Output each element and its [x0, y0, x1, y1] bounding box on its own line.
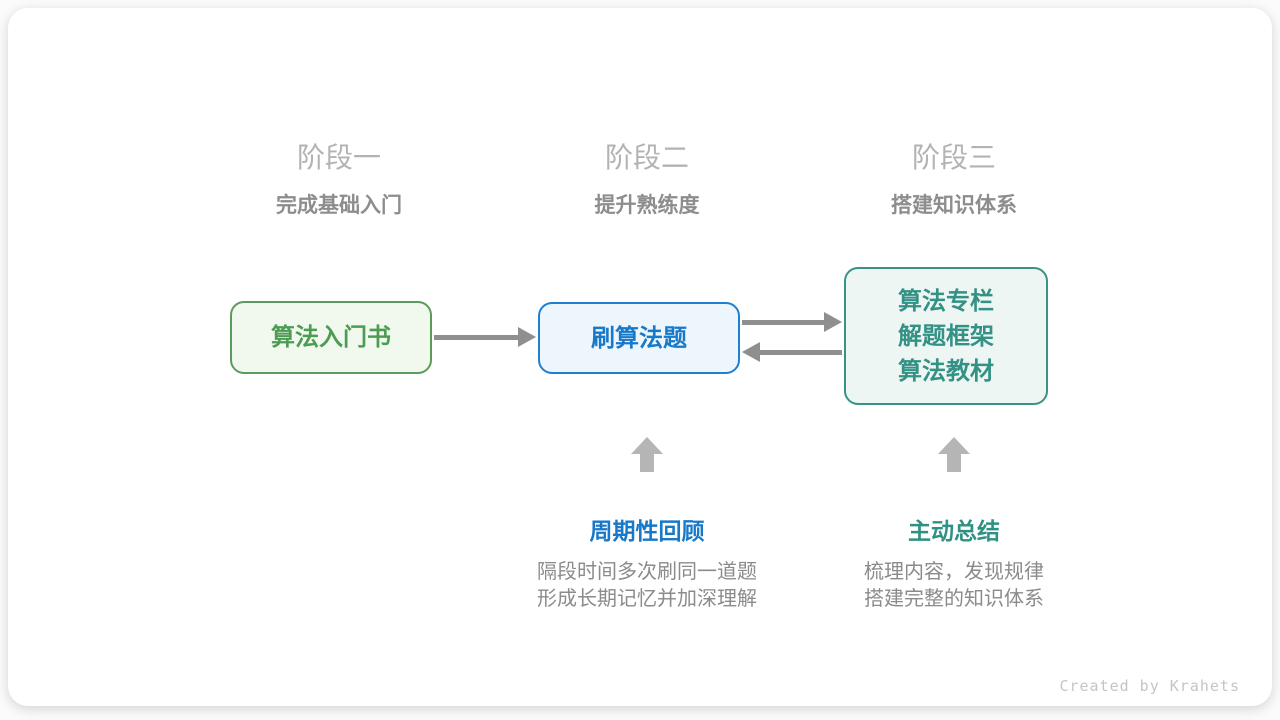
annotation-summary-desc-line-1: 梳理内容，发现规律: [864, 561, 1044, 583]
annotation-review-label: 周期性回顾: [589, 518, 705, 544]
stage2-subtitle: 提升熟练度: [594, 194, 700, 217]
node-intro-book-label: 算法入门书: [271, 324, 391, 351]
annotation-summary-desc-line-2: 搭建完整的知识体系: [864, 588, 1044, 610]
annotation-review-desc-line-1: 隔段时间多次刷同一道题: [537, 561, 757, 583]
stage3-subtitle: 搭建知识体系: [891, 194, 1017, 217]
arrow-node2-to-node3-icon: [742, 312, 842, 332]
node-practice-problems-label: 刷算法题: [591, 324, 687, 352]
arrow-node1-to-node2-icon: [434, 327, 536, 347]
annotation-summary-label: 主动总结: [908, 518, 1000, 544]
node-knowledge-line-1: 算法专栏: [898, 287, 994, 315]
up-arrow-summary-icon: [938, 437, 970, 472]
stage3-title: 阶段三: [911, 142, 997, 173]
arrow-node3-to-node2-icon: [742, 342, 842, 362]
annotation-summary-desc: 梳理内容，发现规律 搭建完整的知识体系: [864, 559, 1044, 613]
diagram-card: 阶段一 完成基础入门 阶段二 提升熟练度 阶段三 搭建知识体系 算法入门书 刷算…: [8, 8, 1272, 706]
node-knowledge-line-2: 解题框架: [898, 322, 994, 350]
annotation-review-desc: 隔段时间多次刷同一道题 形成长期记忆并加深理解: [537, 559, 757, 613]
credit-text: Created by Krahets: [1059, 677, 1240, 695]
stage2-title: 阶段二: [604, 142, 690, 173]
stage1-subtitle: 完成基础入门: [276, 194, 402, 217]
node-intro-book: 算法入门书: [230, 301, 432, 374]
node-practice-problems: 刷算法题: [538, 302, 740, 374]
node-knowledge-line-3: 算法教材: [898, 357, 994, 385]
up-arrow-review-icon: [631, 437, 663, 472]
stage1-title: 阶段一: [296, 142, 382, 173]
node-knowledge-sources: 算法专栏 解题框架 算法教材: [844, 267, 1048, 405]
annotation-review-desc-line-2: 形成长期记忆并加深理解: [537, 588, 757, 610]
